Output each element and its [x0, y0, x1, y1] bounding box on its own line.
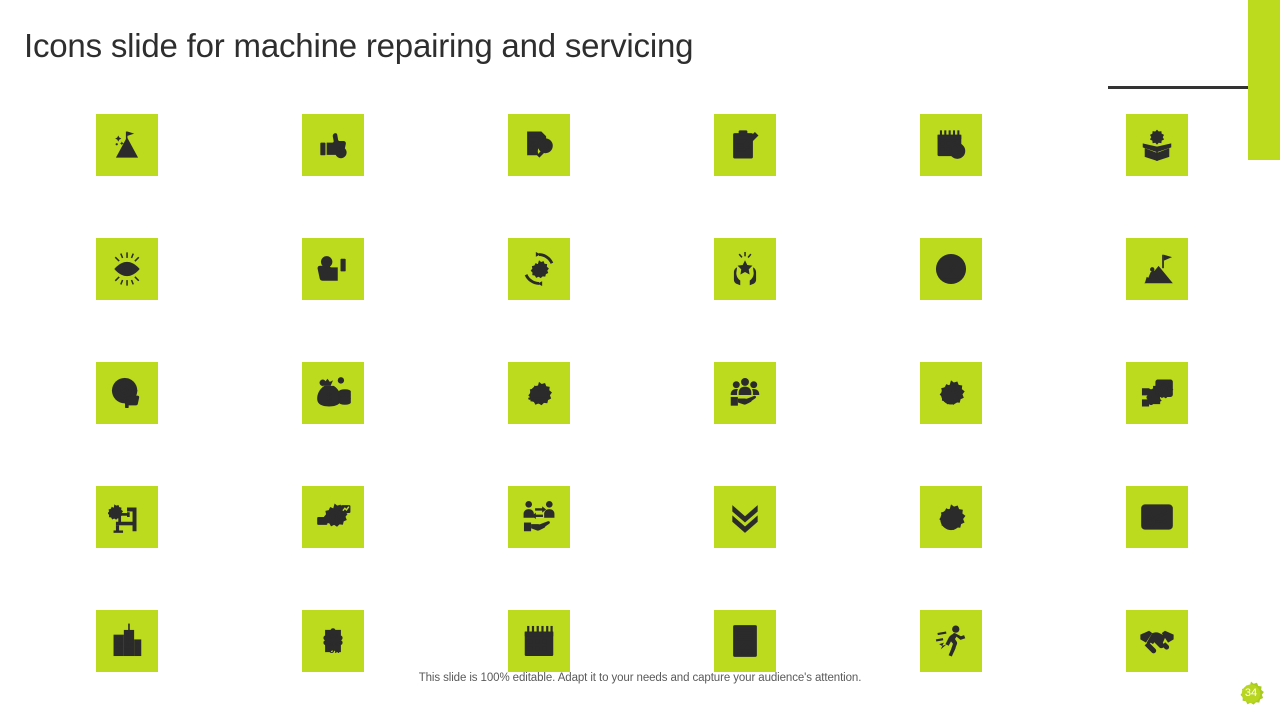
city-buildings-icon	[108, 622, 146, 660]
thumbs-down-minus-icon	[314, 250, 352, 288]
icon-tile-money-bag-coins[interactable]: $ $ $	[302, 362, 364, 424]
icon-tile-clipboard-pen[interactable]	[714, 114, 776, 176]
gear-check-icon	[932, 498, 970, 536]
gear-hardhat-icon	[520, 374, 558, 412]
icon-tile-thumbs-up-plus[interactable]	[302, 114, 364, 176]
icon-tile-gear-check[interactable]	[920, 486, 982, 548]
svg-text:%: %	[535, 265, 542, 274]
eye-vision-icon	[108, 250, 146, 288]
svg-text:$: $	[339, 379, 343, 385]
report-document-icon	[726, 622, 764, 660]
icon-tile-robotic-arm[interactable]	[96, 486, 158, 548]
page-number-badge: 34	[1234, 676, 1268, 710]
svg-text:X: X	[329, 641, 334, 648]
route-map-icon	[1138, 498, 1176, 536]
svg-text:X: X	[335, 648, 340, 655]
gear-analytics-icon	[314, 498, 352, 536]
money-bag-coins-icon: $ $ $	[314, 374, 352, 412]
gear-cycle-icon: %	[520, 250, 558, 288]
svg-text:O: O	[335, 641, 341, 648]
thumbs-up-plus-icon	[314, 126, 352, 164]
icon-tile-puzzle-gear-idea[interactable]	[1126, 362, 1188, 424]
corner-accent-rule	[1108, 86, 1248, 89]
svg-text:O: O	[329, 648, 335, 655]
icon-tile-thumbs-down-minus[interactable]	[302, 238, 364, 300]
icon-tile-report-document[interactable]	[714, 610, 776, 672]
handshake-icon	[1138, 622, 1176, 660]
hourglass-circle-icon	[932, 250, 970, 288]
document-search-gear-icon	[520, 126, 558, 164]
icon-tile-gear-cycle[interactable]: %	[508, 238, 570, 300]
icon-tile-handshake[interactable]	[1126, 610, 1188, 672]
editable-note: This slide is 100% editable. Adapt it to…	[418, 672, 862, 684]
icon-tile-running-person[interactable]	[920, 610, 982, 672]
icon-tile-hand-team[interactable]	[714, 362, 776, 424]
icon-tile-box-gear[interactable]	[1126, 114, 1188, 176]
icon-tile-target-thumbs-up[interactable]	[96, 362, 158, 424]
icon-tile-strategy-puzzle[interactable]: O X X O O X	[302, 610, 364, 672]
icon-tile-gear-wrench[interactable]	[920, 362, 982, 424]
puzzle-gear-idea-icon	[1138, 374, 1176, 412]
calendar-grid-icon	[520, 622, 558, 660]
svg-text:X: X	[335, 633, 340, 640]
hand-exchange-people-icon	[520, 498, 558, 536]
robotic-arm-icon	[108, 498, 146, 536]
icon-tile-document-search-gear[interactable]	[508, 114, 570, 176]
icon-tile-double-chevron-down[interactable]	[714, 486, 776, 548]
page-title: Icons slide for machine repairing and se…	[24, 27, 694, 64]
strategy-puzzle-icon: O X X O O X	[314, 622, 352, 660]
icon-tile-calendar-grid[interactable]	[508, 610, 570, 672]
svg-text:$: $	[325, 391, 333, 404]
hand-team-icon	[726, 374, 764, 412]
icon-grid: %	[96, 114, 1216, 672]
icon-tile-hand-exchange-people[interactable]	[508, 486, 570, 548]
climber-summit-flag-icon	[1138, 250, 1176, 288]
double-chevron-down-icon	[726, 498, 764, 536]
icon-tile-gear-analytics[interactable]	[302, 486, 364, 548]
target-thumbs-up-icon	[108, 374, 146, 412]
page-number: 34	[1244, 687, 1258, 699]
gear-wrench-icon	[932, 374, 970, 412]
clipboard-pen-icon	[726, 126, 764, 164]
icon-tile-gear-hardhat[interactable]	[508, 362, 570, 424]
icon-tile-hands-star[interactable]	[714, 238, 776, 300]
svg-text:$: $	[321, 381, 325, 387]
icon-tile-calendar-clock[interactable]	[920, 114, 982, 176]
box-gear-icon	[1138, 126, 1176, 164]
corner-accent-bar	[1248, 0, 1280, 160]
gear-badge-icon	[1240, 681, 1264, 705]
icon-tile-mountain-flag[interactable]	[96, 114, 158, 176]
svg-text:O: O	[329, 634, 335, 641]
icon-tile-city-buildings[interactable]	[96, 610, 158, 672]
icon-tile-route-map[interactable]	[1126, 486, 1188, 548]
icon-tile-climber-summit-flag[interactable]	[1126, 238, 1188, 300]
mountain-flag-icon	[108, 126, 146, 164]
running-person-icon	[932, 622, 970, 660]
icon-tile-hourglass-circle[interactable]	[920, 238, 982, 300]
icon-tile-eye-vision[interactable]	[96, 238, 158, 300]
hands-star-icon	[726, 250, 764, 288]
calendar-clock-icon	[932, 126, 970, 164]
